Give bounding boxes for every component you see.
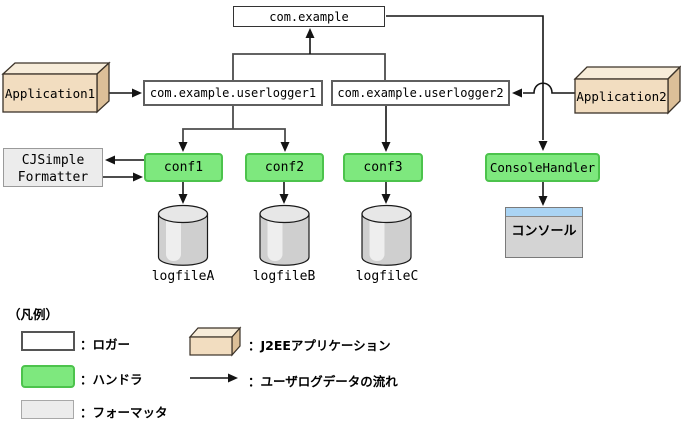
legend-formatter-label: ：フォーマッタ <box>80 405 168 420</box>
arrowhead-down-logfilea-icon <box>178 194 188 204</box>
legend-logger-swatch <box>21 331 75 351</box>
arrowhead-down-consolehandler-icon <box>538 141 548 151</box>
userlogger1-box: com.example.userlogger1 <box>143 80 323 106</box>
userlogger2-label: com.example.userlogger2 <box>337 86 504 100</box>
consolehandler-label: ConsoleHandler <box>489 160 596 175</box>
application1-label: Application1 <box>4 85 96 101</box>
arrow-line-root-consolehandler <box>386 15 544 140</box>
legend-handler-swatch <box>21 365 75 388</box>
arrowhead-down-conf2-icon <box>280 142 290 152</box>
root-logger-box: com.example <box>233 6 385 27</box>
console-label: コンソール <box>511 224 577 239</box>
application2-3d-box-icon <box>573 65 681 115</box>
logfile-b-cylinder-icon <box>259 204 310 266</box>
tree-line-userlogger1-children <box>182 106 286 144</box>
arrowhead-left-formatter-icon <box>105 155 115 165</box>
legend-handler-label: ：ハンドラ <box>80 372 143 387</box>
tree-line-root-children <box>232 53 386 80</box>
arrowhead-right-conf1-icon <box>133 172 143 182</box>
formatter-box: CJSimple Formatter <box>3 148 103 187</box>
conf3-handler-box: conf3 <box>343 153 423 182</box>
root-logger-label: com.example <box>269 9 349 24</box>
conf1-label: conf1 <box>163 160 204 175</box>
logfile-a-cylinder-icon <box>157 204 209 266</box>
legend-title: （凡例） <box>8 307 59 322</box>
conf2-handler-box: conf2 <box>245 153 324 182</box>
conf3-label: conf3 <box>363 160 403 175</box>
arrowhead-down-console-icon <box>538 196 548 206</box>
console-window-titlebar <box>506 208 582 217</box>
console-window: コンソール <box>505 207 583 258</box>
logfile-a-label: logfileA <box>151 269 215 284</box>
arrow-line-app2-userlogger2 <box>523 82 575 94</box>
legend-j2ee-3d-box-icon <box>188 326 242 357</box>
userlogger2-box: com.example.userlogger2 <box>331 80 510 106</box>
logfile-c-cylinder-icon <box>361 204 412 266</box>
arrowhead-down-conf1-icon <box>178 142 188 152</box>
arrowhead-down-logfileb-icon <box>279 194 289 204</box>
application1-3d-box-icon <box>1 61 111 114</box>
legend-j2ee-label: ：J2EEアプリケーション <box>248 338 391 353</box>
legend-flow-label: ：ユーザログデータの流れ <box>248 374 398 389</box>
legend-logger-label: ：ロガー <box>80 337 131 352</box>
arrowhead-down-conf3-icon <box>381 142 391 152</box>
userlogger1-label: com.example.userlogger1 <box>149 86 317 100</box>
arrowhead-up-root-icon <box>305 28 315 38</box>
arrow-lines-conf-logfiles <box>182 182 387 195</box>
consolehandler-box: ConsoleHandler <box>485 153 600 182</box>
formatter-label-line2: Formatter <box>17 170 89 185</box>
legend-formatter-swatch <box>21 400 74 419</box>
arrowhead-down-logfilec-icon <box>381 194 391 204</box>
application2-label: Application2 <box>576 88 667 104</box>
arrowhead-right-userlogger1-icon <box>132 88 142 98</box>
conf2-label: conf2 <box>264 160 305 175</box>
legend-flow-arrowhead-icon <box>228 373 238 383</box>
logfile-c-label: logfileC <box>355 269 419 284</box>
conf1-handler-box: conf1 <box>144 153 223 182</box>
formatter-label-line1: CJSimple <box>21 153 85 168</box>
logfile-b-label: logfileB <box>252 269 316 284</box>
arrowhead-left-userlogger2-icon <box>512 88 522 98</box>
